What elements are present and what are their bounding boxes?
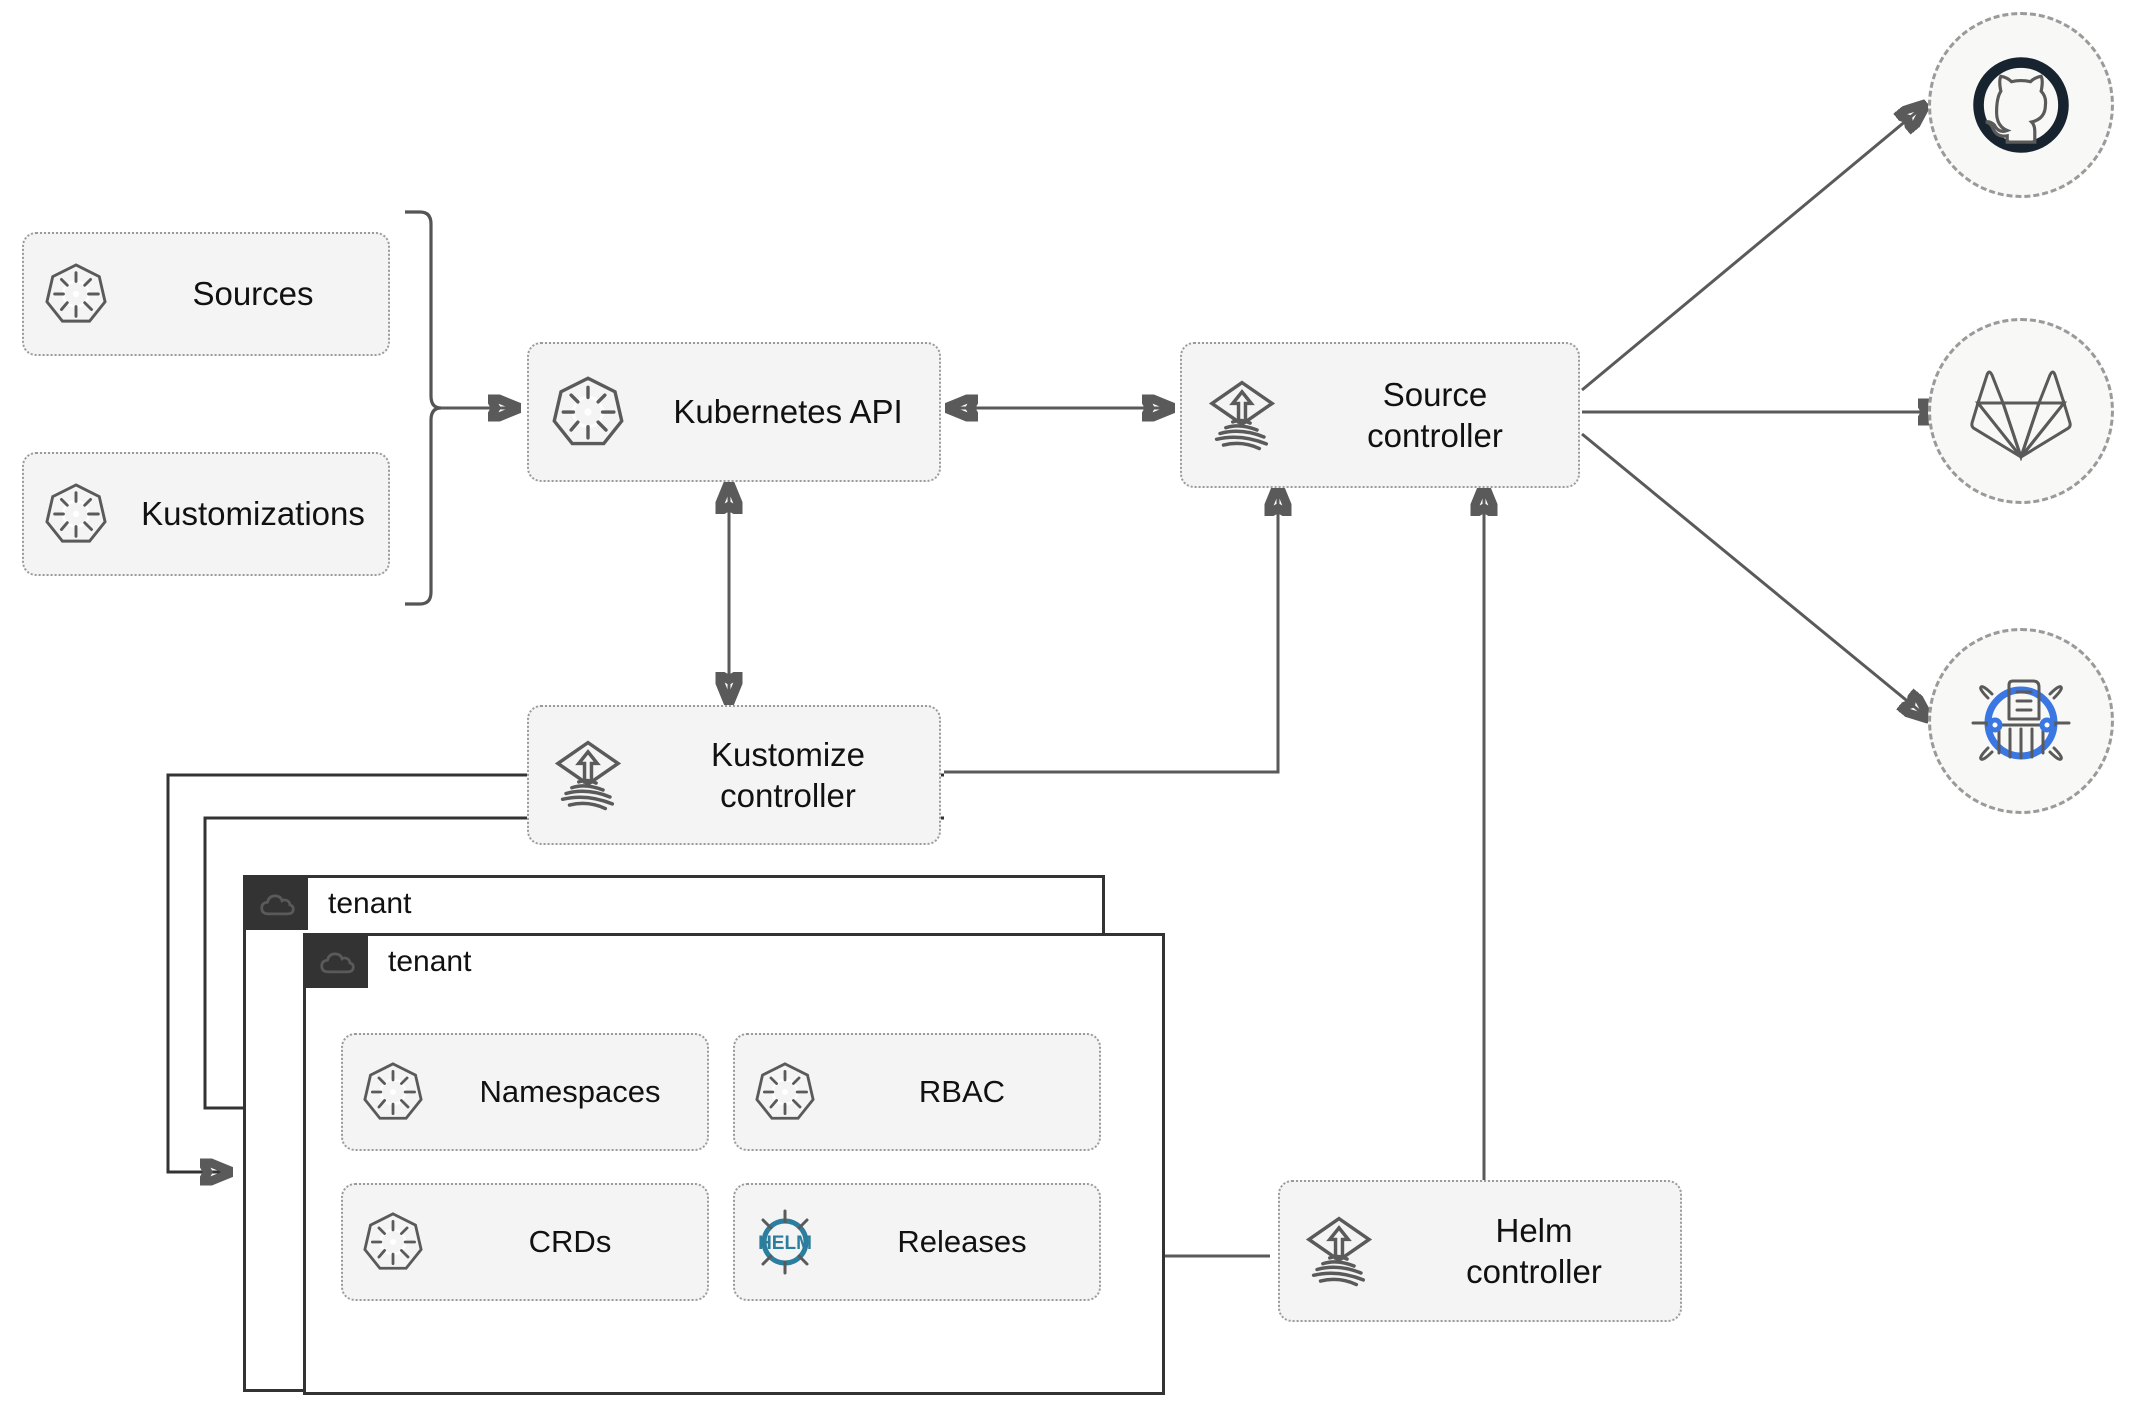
kubernetes-icon xyxy=(24,483,128,545)
provider-github[interactable] xyxy=(1928,12,2114,198)
bucket-icon xyxy=(1971,679,2071,761)
tenant-label: tenant xyxy=(328,887,412,920)
kubernetes-icon xyxy=(24,263,128,325)
node-kustomizations[interactable]: Kustomizations xyxy=(22,452,390,576)
helm-icon: HELM xyxy=(735,1207,835,1277)
node-rbac[interactable]: RBAC xyxy=(733,1033,1101,1151)
node-label: RBAC xyxy=(918,1073,1006,1109)
cloud-icon xyxy=(306,936,368,988)
node-label: Kustomize controller xyxy=(710,735,866,814)
kubernetes-icon xyxy=(343,1212,443,1272)
node-label: Releases xyxy=(897,1223,1027,1259)
kubernetes-icon xyxy=(343,1062,443,1122)
tenant-header: tenant xyxy=(306,936,471,988)
node-kustomize-controller[interactable]: Kustomize controller xyxy=(527,705,941,845)
node-source-controller[interactable]: Source controller xyxy=(1180,342,1580,488)
node-label: Source controller xyxy=(1367,375,1503,454)
gitlab-icon xyxy=(1970,370,2072,461)
provider-gitlab[interactable] xyxy=(1928,318,2114,504)
node-label: Namespaces xyxy=(479,1073,661,1109)
flux-icon xyxy=(529,738,647,812)
node-namespaces[interactable]: Namespaces xyxy=(341,1033,709,1151)
node-helm-controller[interactable]: Helm controller xyxy=(1278,1180,1682,1322)
node-kubernetes-api[interactable]: Kubernetes API xyxy=(527,342,941,482)
flux-icon xyxy=(1280,1214,1398,1288)
node-label: Sources xyxy=(192,275,314,313)
node-label: Kustomizations xyxy=(141,495,365,533)
cloud-icon xyxy=(246,878,308,930)
provider-bucket[interactable] xyxy=(1928,628,2114,814)
tenant-header: tenant xyxy=(246,878,411,930)
github-icon xyxy=(1973,57,2069,153)
node-releases[interactable]: HELM Releases xyxy=(733,1183,1101,1301)
node-label: CRDs xyxy=(528,1223,612,1259)
node-label: Kubernetes API xyxy=(673,393,903,431)
tenant-label: tenant xyxy=(388,945,472,978)
svg-text:HELM: HELM xyxy=(758,1233,812,1254)
node-crds[interactable]: CRDs xyxy=(341,1183,709,1301)
kubernetes-icon xyxy=(529,376,647,448)
node-label: Helm controller xyxy=(1466,1211,1602,1290)
flux-icon xyxy=(1182,378,1302,452)
tenant-container-2[interactable]: tenant xyxy=(303,933,1165,1395)
kubernetes-icon xyxy=(735,1062,835,1122)
node-sources[interactable]: Sources xyxy=(22,232,390,356)
